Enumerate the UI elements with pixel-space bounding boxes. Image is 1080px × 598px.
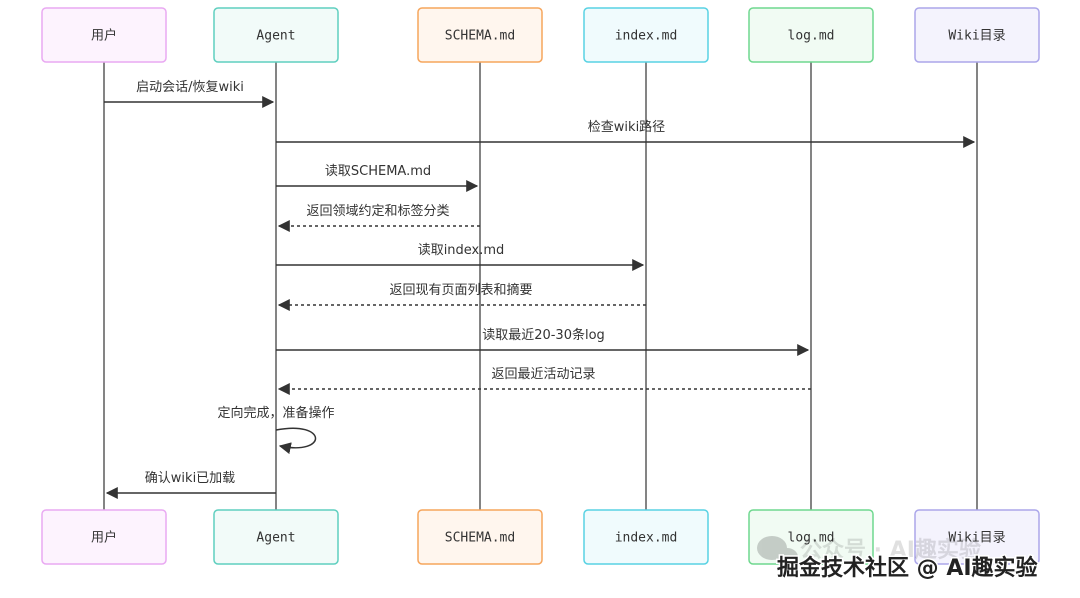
participant-label: log.md [788, 531, 835, 546]
message-4: 返回领域约定和标签分类 [277, 203, 480, 232]
participant-log-bottom: log.md [748, 509, 874, 565]
message-9: 定向完成，准备操作 [217, 405, 335, 455]
participant-log-top: log.md [748, 7, 874, 63]
message-label: 读取SCHEMA.md [325, 164, 431, 179]
watermark-faded-text: 公众号 · AI趣实验 [800, 537, 981, 563]
message-6: 返回现有页面列表和摘要 [277, 282, 646, 311]
message-label: 确认wiki已加载 [145, 471, 235, 486]
participant-label: Wiki目录 [948, 531, 1005, 546]
watermark-text: 掘金技术社区 @ AI趣实验 [777, 555, 1038, 581]
participant-user-top: 用户 [41, 7, 167, 63]
participant-label: 用户 [91, 28, 117, 44]
participant-box [417, 509, 543, 565]
participant-label: index.md [615, 29, 678, 44]
participant-label: log.md [788, 29, 835, 44]
message-8: 返回最近活动记录 [277, 367, 811, 395]
participant-agent-bottom: Agent [213, 509, 339, 565]
participant-box [748, 509, 874, 565]
message-2: 检查wiki路径 [276, 119, 976, 148]
participant-label: Agent [256, 29, 295, 44]
participant-label: SCHEMA.md [445, 531, 515, 546]
participant-box [213, 7, 339, 63]
participant-box [213, 509, 339, 565]
wechat-icon [757, 536, 798, 566]
message-5: 读取index.md [276, 243, 645, 271]
participant-index-top: index.md [583, 7, 709, 63]
message-1: 启动会话/恢复wiki [104, 80, 275, 108]
participant-label: SCHEMA.md [445, 29, 515, 44]
participant-box [914, 7, 1040, 63]
participant-box [583, 509, 709, 565]
message-7: 读取最近20-30条log [276, 327, 810, 356]
participant-label: 用户 [91, 530, 117, 546]
participant-box [417, 7, 543, 63]
message-label: 返回最近活动记录 [491, 367, 595, 382]
participant-wiki-bottom: Wiki目录 [914, 509, 1040, 565]
message-label: 返回领域约定和标签分类 [306, 203, 449, 219]
participant-box [914, 509, 1040, 565]
message-label: 返回现有页面列表和摘要 [389, 282, 532, 298]
message-3: 读取SCHEMA.md [276, 164, 479, 192]
message-label: 读取index.md [418, 243, 505, 258]
message-label: 检查wiki路径 [588, 119, 665, 135]
participant-box [583, 7, 709, 63]
participant-user-bottom: 用户 [41, 509, 167, 565]
message-label: 启动会话/恢复wiki [136, 80, 244, 95]
participant-schema-bottom: SCHEMA.md [417, 509, 543, 565]
participant-schema-top: SCHEMA.md [417, 7, 543, 63]
participant-label: Agent [256, 531, 295, 546]
participant-label: Wiki目录 [948, 29, 1005, 44]
participant-box [41, 509, 167, 565]
message-label: 读取最近20-30条log [482, 327, 605, 343]
participant-wiki-top: Wiki目录 [914, 7, 1040, 63]
message-label: 定向完成，准备操作 [217, 405, 334, 421]
participant-box [748, 7, 874, 63]
participant-label: index.md [615, 531, 678, 546]
watermark: 公众号 · AI趣实验 掘金技术社区 @ AI趣实验 [757, 536, 1039, 583]
participant-index-bottom: index.md [583, 509, 709, 565]
participant-agent-top: Agent [213, 7, 339, 63]
self-message-arrow [275, 427, 317, 455]
message-10: 确认wiki已加载 [105, 471, 276, 499]
participant-box [41, 7, 167, 63]
